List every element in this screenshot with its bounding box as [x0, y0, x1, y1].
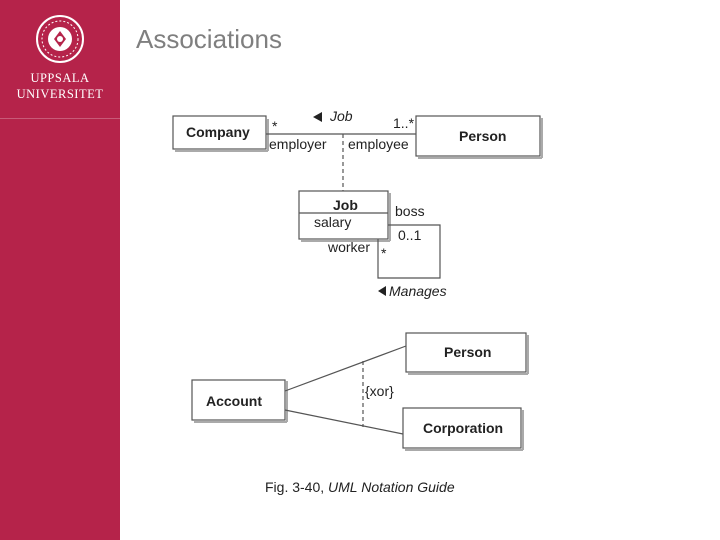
account-class-box: [191, 379, 286, 421]
role-worker: worker: [327, 239, 370, 255]
account-class-name: Account: [206, 393, 262, 409]
person-bottom-class-box: [405, 332, 527, 373]
account-person-association: [284, 345, 407, 392]
corporation-class-name: Corporation: [423, 420, 503, 436]
role-employee: employee: [348, 136, 409, 152]
xor-constraint-label: {xor}: [365, 383, 394, 399]
person-bottom-class-name: Person: [444, 344, 491, 360]
person-class-name: Person: [459, 128, 506, 144]
company-class-box: [172, 115, 267, 150]
logo-text-line2: UNIVERSITET: [16, 87, 104, 101]
page-title: Associations: [136, 24, 282, 54]
caption-source: UML Notation Guide: [328, 479, 455, 495]
job-class-name: Job: [333, 197, 358, 213]
multiplicity-company-star: *: [272, 118, 278, 134]
multiplicity-worker-star: *: [381, 245, 387, 261]
job-direction-arrow-icon: [313, 112, 322, 122]
corporation-class-box: [402, 407, 522, 449]
logo-text-line1: UPPSALA: [30, 71, 90, 85]
university-logo: UPPSALA UNIVERSITET: [0, 14, 120, 102]
role-employer: employer: [269, 136, 327, 152]
caption-reference: Fig. 3-40,: [265, 479, 325, 495]
multiplicity-person-1-star: 1..*: [393, 115, 415, 131]
university-seal-icon: [36, 15, 84, 63]
sidebar: UPPSALA UNIVERSITET: [0, 0, 120, 540]
association-name-job: Job: [329, 108, 353, 124]
role-boss: boss: [395, 203, 425, 219]
person-class-box: [415, 115, 541, 157]
figure-caption: Fig. 3-40, UML Notation Guide: [265, 479, 455, 495]
sidebar-divider: [0, 118, 120, 119]
job-class-box: [298, 190, 389, 240]
manages-direction-arrow-icon: [378, 286, 386, 296]
manages-self-association: [377, 224, 441, 279]
multiplicity-0-1: 0..1: [398, 227, 422, 243]
association-name-manages: Manages: [389, 283, 447, 299]
job-attribute-salary: salary: [314, 214, 351, 230]
company-class-name: Company: [186, 124, 250, 140]
account-corporation-association: [284, 409, 404, 435]
